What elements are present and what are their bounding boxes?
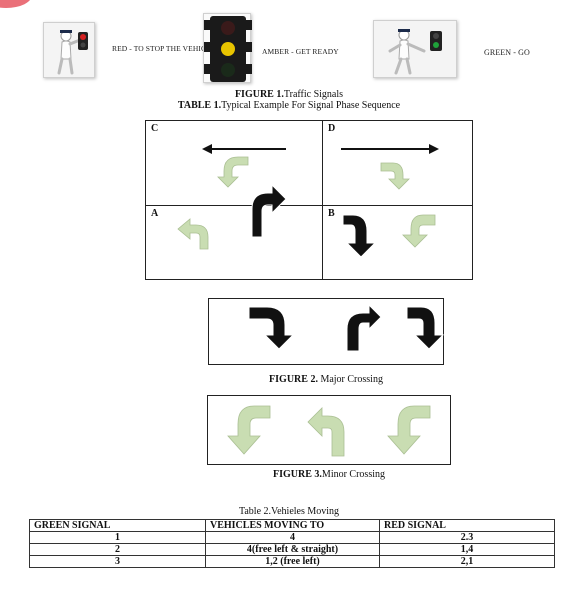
- panel-d-letter: D: [328, 123, 336, 134]
- cell-green: 3: [29, 555, 206, 568]
- table2-wrapper: GREEN SIGNAL VEHICLES MOVING TO RED SIGN…: [29, 519, 555, 568]
- straight-right-arrow-icon: [341, 144, 439, 154]
- header-red-signal: RED SIGNAL: [379, 519, 555, 532]
- header-green-signal: GREEN SIGNAL: [29, 519, 206, 532]
- policeman-go-icon: [388, 29, 442, 75]
- figure3-label: FIGURE 3.: [273, 469, 322, 480]
- cell-moving: 4: [205, 531, 380, 544]
- figure2-text: Major Crossing: [317, 374, 383, 385]
- policeman-stop-photo: [43, 22, 95, 78]
- figure1-label: FIGURE 1.: [234, 89, 284, 100]
- turn-down-left-light-arrow-icon: [402, 214, 436, 248]
- figure2-label: FIGURE 2.: [269, 374, 318, 385]
- table1-label: TABLE 1.: [177, 100, 222, 111]
- turn-up-right-arrow-dark-icon: [251, 183, 287, 238]
- grid-divider-vertical: [322, 121, 323, 279]
- green-signal-label: GREEN - GO: [484, 48, 530, 57]
- cell-moving: 1,2 (free left): [205, 555, 380, 568]
- traffic-light-photo: [203, 13, 252, 83]
- minor-crossing-box: [207, 395, 451, 465]
- panel-d-arrows: [341, 144, 439, 190]
- cell-red: 2.3: [379, 531, 555, 544]
- figure2-caption: FIGURE 2. Major Crossing: [208, 374, 444, 385]
- header-vehicles-moving-to: VEHICLES MOVING TO: [205, 519, 380, 532]
- minor-crossing-arrows: [227, 405, 431, 457]
- panel-b-arrows: [342, 214, 436, 258]
- major-turn-up-right-arrow-icon: [346, 303, 382, 352]
- panel-b-letter: B: [328, 208, 335, 219]
- turn-down-right-arrow-dark-icon: [342, 214, 377, 258]
- policeman-go-photo: [373, 20, 457, 78]
- table2-caption: Table 2.Vehieles Moving: [238, 506, 340, 517]
- panel-c-letter: C: [151, 123, 159, 134]
- minor-turn-down-left-arrow-2-icon: [387, 405, 431, 455]
- grid-divider-horizontal: [146, 205, 472, 206]
- turn-up-left-arrow-icon: [177, 218, 209, 250]
- amber-signal-label: AMBER - GET READY: [262, 47, 339, 56]
- table-row: 2 4(free left & straight) 1,4: [29, 543, 555, 556]
- figure3-caption: FIGURE 3.Minor Crossing: [207, 469, 451, 480]
- panel-a-arrows: [177, 218, 209, 250]
- vehicles-moving-table: GREEN SIGNAL VEHICLES MOVING TO RED SIGN…: [29, 519, 555, 568]
- minor-turn-up-left-arrow-icon: [307, 407, 345, 457]
- major-turn-right-down-arrow-2-icon: [406, 306, 445, 350]
- traffic-light-icon: [204, 16, 252, 82]
- cell-moving: 4(free left & straight): [205, 543, 380, 556]
- phase-panel-grid: C D A B: [145, 120, 473, 280]
- table1-caption: TABLE 1.Typical Example For Signal Phase…: [0, 100, 578, 111]
- table-row: 3 1,2 (free left) 2,1: [29, 555, 555, 568]
- figure1-text: Traffic Signals: [283, 89, 344, 100]
- panel-a-letter: A: [151, 208, 159, 219]
- turn-down-left-arrow-icon: [217, 156, 249, 188]
- figure1-caption: FIGURE 1.Traffic Signals: [0, 89, 578, 100]
- turn-down-right-arrow-icon: [380, 162, 410, 190]
- major-crossing-arrows: [248, 303, 445, 352]
- corner-mark: [0, 0, 32, 8]
- table-row: 1 4 2.3: [29, 531, 555, 544]
- cell-green: 1: [29, 531, 206, 544]
- figure3-text: Minor Crossing: [321, 469, 385, 480]
- policeman-stop-icon: [57, 30, 88, 75]
- table1-text: Typical Example For Signal Phase Sequenc…: [221, 100, 401, 111]
- red-signal-label: RED - TO STOP THE VEHICLES: [112, 44, 220, 53]
- straight-left-arrow-icon: [202, 144, 286, 154]
- major-crossing-box: [208, 298, 445, 365]
- cell-green: 2: [29, 543, 206, 556]
- minor-turn-down-left-arrow-icon: [227, 405, 271, 455]
- table-header-row: GREEN SIGNAL VEHICLES MOVING TO RED SIGN…: [29, 519, 555, 532]
- major-turn-right-down-arrow-icon: [248, 306, 295, 350]
- cell-red: 2,1: [379, 555, 555, 568]
- panel-c-arrows: [202, 144, 286, 188]
- cell-red: 1,4: [379, 543, 555, 556]
